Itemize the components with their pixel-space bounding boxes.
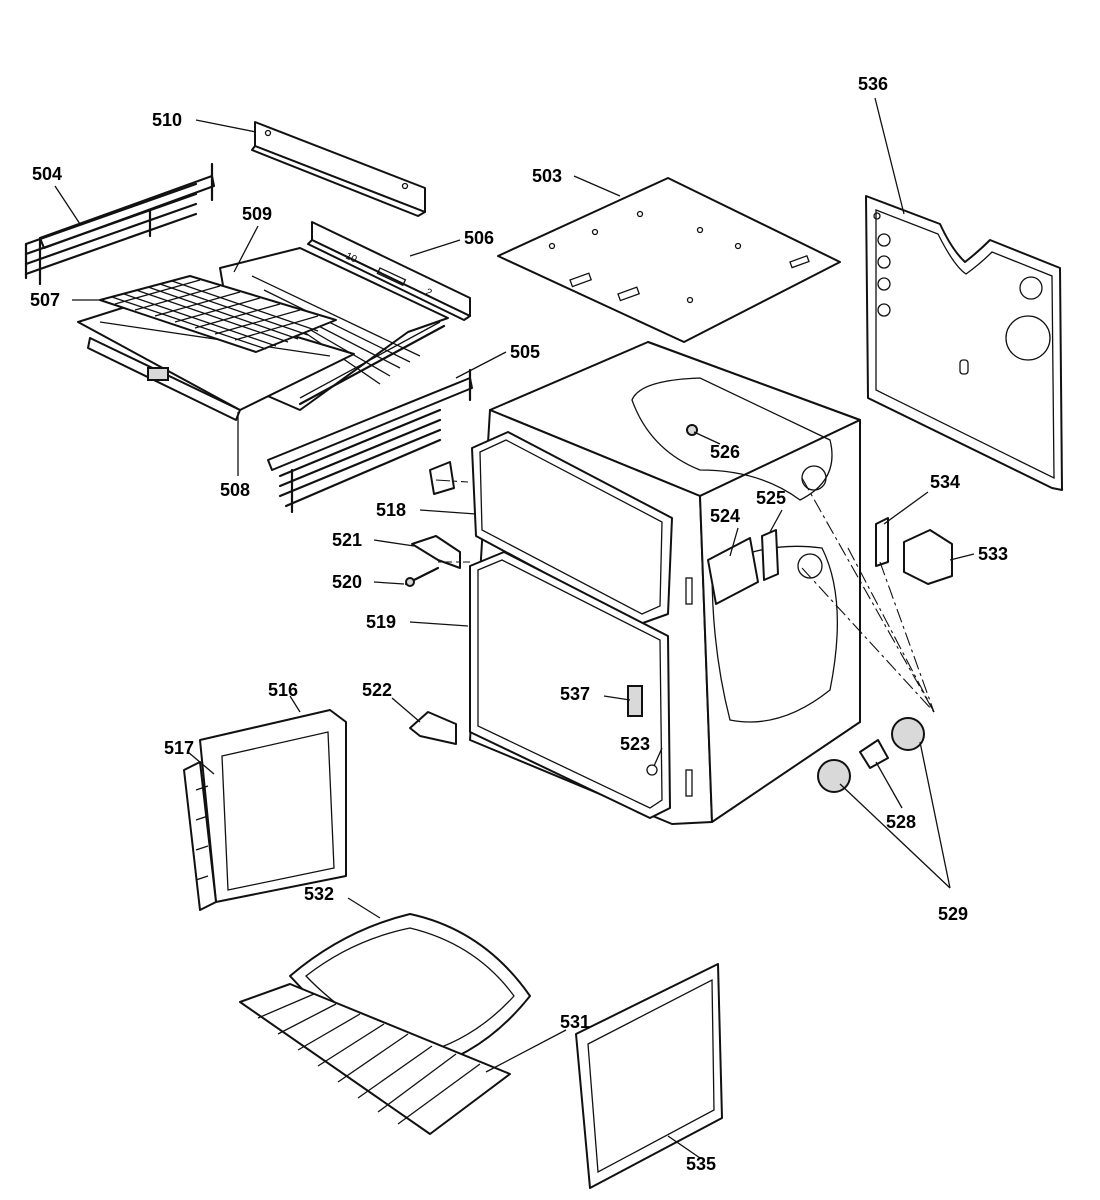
label-535: 535: [686, 1154, 716, 1174]
label-503: 503: [532, 166, 562, 186]
part-537-switch: [627, 685, 643, 717]
svg-text:10: 10: [344, 251, 359, 266]
label-505: 505: [510, 342, 540, 362]
svg-text:2: 2: [424, 287, 434, 300]
part-508-broiler-pan: [77, 295, 355, 421]
part-505-rack-support: [267, 368, 473, 514]
part-507-broiler-grid: [99, 275, 337, 353]
label-533: 533: [978, 544, 1008, 564]
label-531: 531: [560, 1012, 590, 1032]
part-524-box: [707, 537, 759, 605]
label-516: 516: [268, 680, 298, 700]
part-518-gasket: [471, 431, 673, 625]
leader-lines: [54, 97, 975, 1159]
label-510: 510: [152, 110, 182, 130]
label-504: 504: [32, 164, 62, 184]
label-506: 506: [464, 228, 494, 248]
label-529: 529: [938, 904, 968, 924]
part-503-top-panel: [497, 177, 841, 343]
part-522-bracket: [409, 711, 457, 745]
part-510-rail: [251, 121, 426, 217]
part-506-bracket: 10 2: [307, 221, 471, 321]
part-520-screw: [404, 566, 440, 587]
label-517: 517: [164, 738, 194, 758]
label-520: 520: [332, 572, 362, 592]
part-535-drawer-panel: [575, 963, 723, 1189]
label-532: 532: [304, 884, 334, 904]
part-518-hinge-plate: [429, 461, 455, 495]
part-523-plug: [646, 764, 658, 776]
part-521-bracket: [411, 535, 461, 569]
label-534: 534: [930, 472, 960, 492]
part-534-bracket: [875, 517, 889, 567]
part-516-door-liner: [199, 709, 347, 903]
label-525: 525: [756, 488, 786, 508]
part-529-knob: [817, 717, 925, 793]
label-523: 523: [620, 734, 650, 754]
part-531-lower-rack: [239, 983, 511, 1135]
label-519: 519: [366, 612, 396, 632]
part-533-module: [903, 529, 953, 585]
part-525-bracket: [761, 529, 779, 581]
part-504-rack-support: [24, 162, 215, 286]
label-536: 536: [858, 74, 888, 94]
label-526: 526: [710, 442, 740, 462]
part-536-rear-panel: [865, 195, 1063, 491]
label-518: 518: [376, 500, 406, 520]
label-528: 528: [886, 812, 916, 832]
part-519-gasket: [469, 551, 671, 819]
label-508: 508: [220, 480, 250, 500]
part-labels: 510 504 509 506 503 536 507 505 508 526 …: [30, 74, 1008, 1174]
alignment-lines: [435, 477, 935, 713]
label-507: 507: [30, 290, 60, 310]
label-537: 537: [560, 684, 590, 704]
part-517-door-panel: [183, 761, 217, 911]
label-524: 524: [710, 506, 740, 526]
label-509: 509: [242, 204, 272, 224]
label-521: 521: [332, 530, 362, 550]
label-522: 522: [362, 680, 392, 700]
part-528-knob-shaft: [859, 739, 889, 769]
